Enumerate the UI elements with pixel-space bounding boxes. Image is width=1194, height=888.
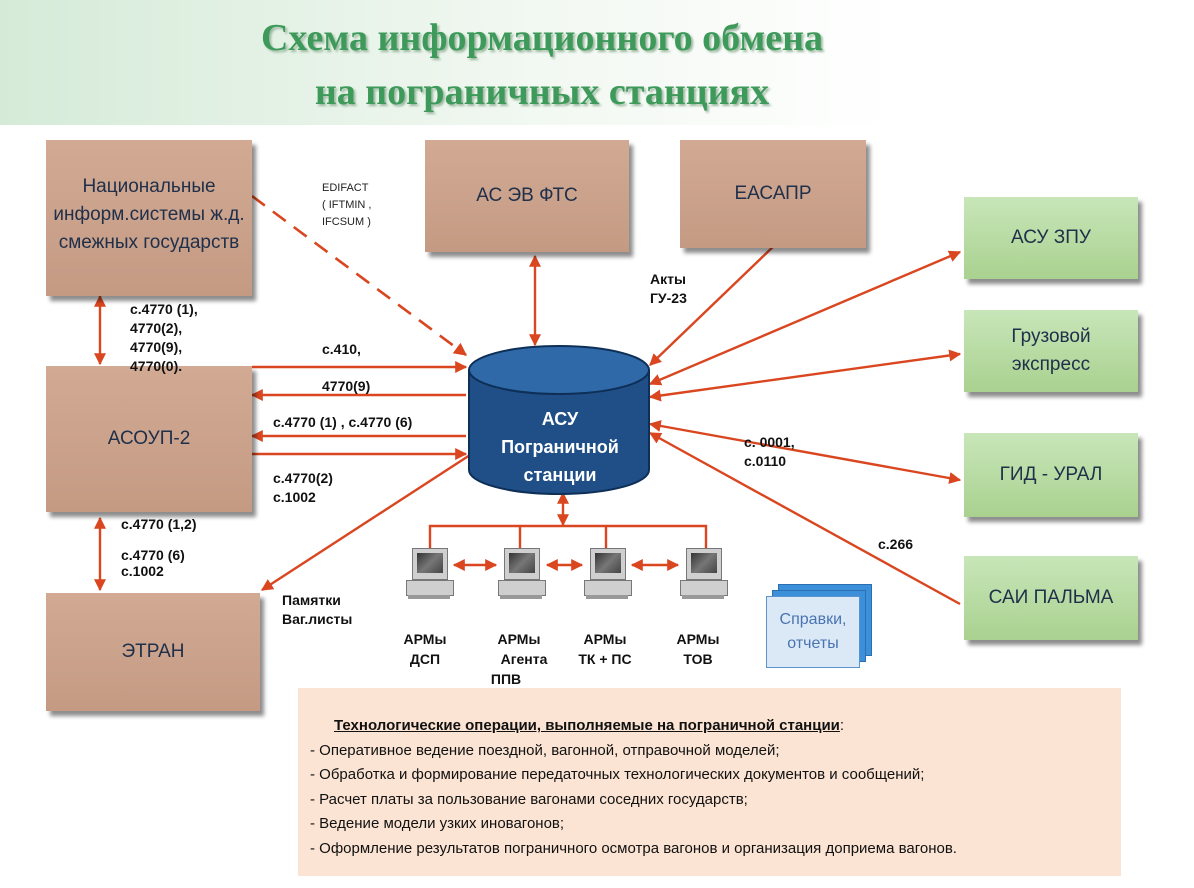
box-sai-palma-label: САИ ПАЛЬМА <box>988 587 1114 608</box>
operations-panel: Технологические операции, выполняемые на… <box>298 688 1121 876</box>
box-easapr: ЕАСАПР <box>680 140 866 248</box>
box-gruzovoy-express: Грузовой экспресс <box>964 310 1138 392</box>
central-db-cylinder <box>468 345 650 495</box>
label-pamyatki: Памятки Ваг.листы <box>282 591 352 629</box>
edifact-line-2: ( IFTMIN , <box>322 199 372 211</box>
label-c410: с.410, <box>322 341 361 357</box>
arm-dsp-line-1: АРМы <box>403 631 447 647</box>
box-easapr-label: ЕАСАПР <box>734 183 812 204</box>
box-gid-ural-label: ГИД - УРАЛ <box>999 464 1103 485</box>
label-c0001-1: с. 0001, <box>744 434 795 450</box>
reports-front-sheet: Справки, отчеты <box>766 596 860 668</box>
operation-item: - Расчет платы за пользование вагонами с… <box>310 790 748 808</box>
label-c0001: с. 0001, с.0110 <box>744 433 795 471</box>
arm-tov-line-2: ТОВ <box>683 651 713 667</box>
arrow-national-db <box>251 194 468 357</box>
arm-label-tk-ps: АРМы ТК + ПС <box>570 629 640 669</box>
label-pamyatki-2: Ваг.листы <box>282 611 353 627</box>
label-national-asoup-3: 4770(9), <box>130 339 183 355</box>
computer-icon <box>406 546 454 600</box>
operations-heading-suffix: : <box>839 717 845 734</box>
arm-tkps-line-2: ТК + ПС <box>578 651 632 667</box>
box-gid-ural: ГИД - УРАЛ <box>964 433 1138 517</box>
computer-icon <box>498 546 546 600</box>
central-db-line-2: Пограничной <box>501 437 619 457</box>
box-asu-zpu: АСУ ЗПУ <box>964 197 1138 279</box>
arm-network-bus <box>428 524 708 548</box>
central-db-line-3: станции <box>523 465 597 485</box>
label-c4770-9: 4770(9) <box>322 378 371 394</box>
box-sai-palma: САИ ПАЛЬМА <box>964 556 1138 640</box>
computer-icon <box>584 546 632 600</box>
label-akty-1: Акты <box>650 271 686 287</box>
box-as-ev-fts: АС ЭВ ФТС <box>425 140 629 252</box>
arrow-db-gruzovoy <box>648 349 962 402</box>
operation-item: - Обработка и формирование передаточных … <box>310 766 925 783</box>
label-c4770-1-6: с.4770 (1) , с.4770 (6) <box>273 414 413 430</box>
box-gruzovoy-express-label: Грузовой экспресс <box>1011 326 1091 375</box>
label-asoup-etran: с.4770 (1,2) с.4770 (6) с.1002 <box>121 515 197 579</box>
label-asoup-etran-2: с.4770 (6) <box>121 547 185 563</box>
box-etran: ЭТРАН <box>46 593 260 711</box>
label-c266: с.266 <box>878 536 914 552</box>
arrow-db-gidural <box>648 420 962 484</box>
arm-agent-line-3: ППВ <box>490 671 522 687</box>
label-pamyatki-1: Памятки <box>282 592 341 608</box>
arm-tov-line-1: АРМы <box>676 631 720 647</box>
reports-document-icon: Справки, отчеты <box>766 584 872 672</box>
box-as-ev-fts-label: АС ЭВ ФТС <box>476 185 578 206</box>
arm-tkps-line-1: АРМы <box>583 631 627 647</box>
box-national-systems: Национальные информ.системы ж.д. смежных… <box>46 140 252 296</box>
label-asoup-etran-3: с.1002 <box>121 563 164 579</box>
edifact-line-3: IFCSUM ) <box>322 216 371 228</box>
label-akty: Акты ГУ-23 <box>650 270 687 308</box>
label-c4770-2: с.4770(2) <box>273 470 333 486</box>
label-national-asoup: с.4770 (1), 4770(2), 4770(9), 4770(0). <box>130 300 198 376</box>
operation-item: - Ведение модели узких иновагонов; <box>310 815 565 832</box>
title-banner: Схема информационного обмена на погранич… <box>0 0 1194 125</box>
operation-item: - Оформление результатов пограничного ос… <box>310 839 957 857</box>
arrow-db-etran <box>260 453 471 592</box>
label-national-asoup-2: 4770(2), <box>130 320 183 336</box>
arrow-db-asuzpu <box>648 250 962 386</box>
arm-label-tov: АРМы ТОВ <box>667 629 729 669</box>
label-national-asoup-4: 4770(0). <box>130 358 183 374</box>
label-akty-2: ГУ-23 <box>650 290 687 306</box>
arm-agent-line-2: Агента <box>500 651 548 667</box>
title-line-1: Схема информационного обмена <box>260 17 824 59</box>
computer-icon <box>680 546 728 600</box>
reports-line-1: Справки, <box>779 611 847 628</box>
label-national-asoup-1: с.4770 (1), <box>130 301 198 317</box>
operations-heading: Технологические операции, выполняемые на… <box>310 714 1111 739</box>
label-c1002: с.1002 <box>273 489 316 505</box>
arm-label-dsp: АРМы ДСП <box>395 629 455 669</box>
edifact-note: EDIFACT ( IFTMIN , IFCSUM ) <box>322 180 372 231</box>
central-db-label: АСУ Пограничной станции <box>470 405 650 489</box>
operations-heading-text: Технологические операции, выполняемые на… <box>334 717 840 734</box>
arm-label-agent-ppv: АРМы Агента ППВ <box>484 629 554 689</box>
title-line-2: на пограничных станциях <box>314 71 770 113</box>
box-asoup-2: АСОУП-2 <box>46 366 252 512</box>
arrow-saipalma-db <box>648 431 961 606</box>
central-db-line-1: АСУ <box>541 409 579 429</box>
arm-dsp-line-2: ДСП <box>409 651 441 667</box>
edifact-line-1: EDIFACT <box>322 182 369 194</box>
operation-item: - Оперативное ведение поездной, вагонной… <box>310 741 780 759</box>
box-asu-zpu-label: АСУ ЗПУ <box>1011 227 1091 248</box>
box-national-systems-label: Национальные информ.системы ж.д. смежных… <box>53 176 245 253</box>
label-c0110: с.0110 <box>744 453 787 469</box>
reports-line-2: отчеты <box>787 635 839 652</box>
arm-agent-line-1: АРМы <box>497 631 541 647</box>
box-etran-label: ЭТРАН <box>121 641 185 662</box>
box-asoup-2-label: АСОУП-2 <box>107 428 191 449</box>
label-asoup-etran-1: с.4770 (1,2) <box>121 516 197 532</box>
